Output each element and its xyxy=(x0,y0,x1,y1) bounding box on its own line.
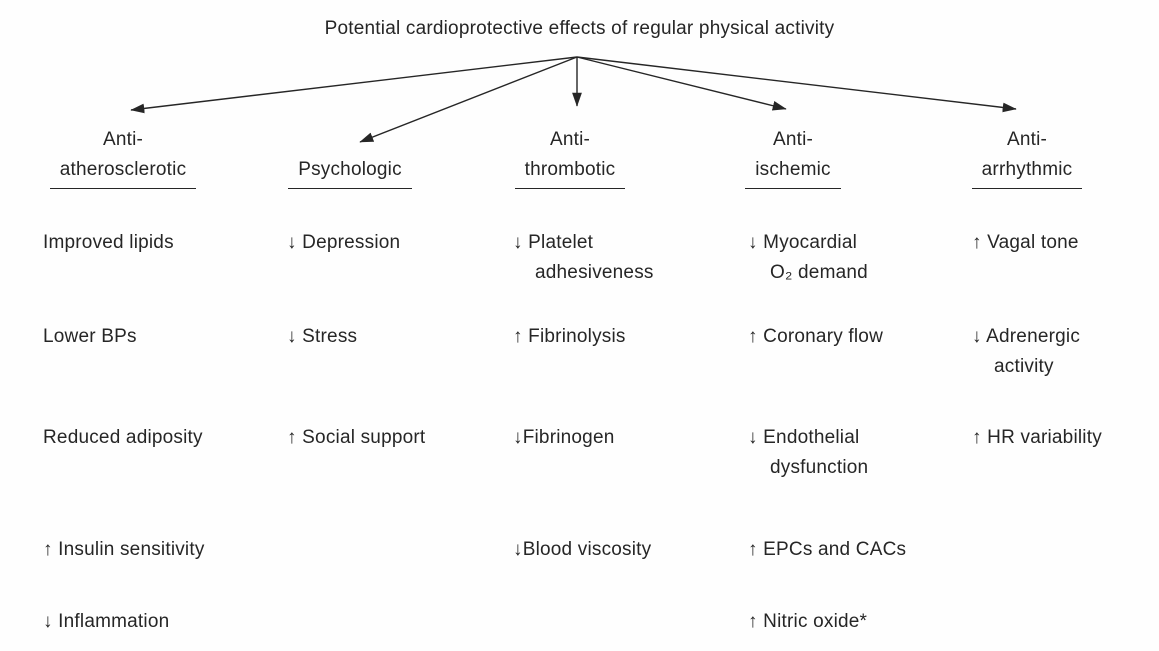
anti-thrombotic-item-1: ↓ Platelet adhesiveness xyxy=(513,232,654,283)
psychologic-item-2: ↓ Stress xyxy=(287,326,358,347)
column-header-line: arrhythmic xyxy=(971,155,1083,189)
fan-arrows xyxy=(130,56,1017,143)
anti-atherosclerotic-item-5: ↓ Inflammation xyxy=(43,611,170,632)
psychologic-item-1: ↓ Depression xyxy=(287,232,401,253)
branch-arrow-anti-atherosclerotic xyxy=(130,56,578,114)
column-header-line: Anti- xyxy=(549,129,591,150)
anti-thrombotic-item-2: ↑ Fibrinolysis xyxy=(513,326,626,347)
anti-arrhythmic-item-3: ↑ HR variability xyxy=(972,427,1102,448)
branch-arrow-anti-ischemic xyxy=(576,56,787,111)
anti-thrombotic-item-3: ↓Fibrinogen xyxy=(513,427,615,448)
column-header-line: Psychologic xyxy=(288,155,412,189)
column-header-anti-atherosclerotic: Anti-atherosclerotic xyxy=(23,122,223,189)
column-header-line: atherosclerotic xyxy=(49,155,197,189)
column-header-line: Anti- xyxy=(772,129,814,150)
column-header-psychologic: Psychologic xyxy=(250,122,450,189)
anti-ischemic-item-4: ↑ EPCs and CACs xyxy=(748,539,907,560)
column-header-anti-ischemic: Anti-ischemic xyxy=(693,122,893,189)
anti-ischemic-item-5: ↑ Nitric oxide* xyxy=(748,611,868,632)
column-header-anti-thrombotic: Anti-thrombotic xyxy=(470,122,670,189)
anti-atherosclerotic-item-3: Reduced adiposity xyxy=(43,427,203,448)
column-header-line: Anti- xyxy=(102,129,144,150)
anti-atherosclerotic-item-2: Lower BPs xyxy=(43,326,137,347)
anti-ischemic-item-3: ↓ Endothelial dysfunction xyxy=(748,427,869,478)
anti-thrombotic-item-4: ↓Blood viscosity xyxy=(513,539,652,560)
column-header-anti-arrhythmic: Anti-arrhythmic xyxy=(927,122,1127,189)
anti-atherosclerotic-item-1: Improved lipids xyxy=(43,232,174,253)
branch-arrow-psychologic xyxy=(359,56,578,143)
anti-ischemic-item-1: ↓ Myocardial O₂ demand xyxy=(748,232,868,283)
diagram-title: Potential cardioprotective effects of re… xyxy=(324,18,835,39)
anti-arrhythmic-item-2: ↓ Adrenergic activity xyxy=(972,326,1081,377)
column-header-line: ischemic xyxy=(745,155,841,189)
psychologic-item-3: ↑ Social support xyxy=(287,427,426,448)
anti-arrhythmic-item-1: ↑ Vagal tone xyxy=(972,232,1079,253)
anti-ischemic-item-2: ↑ Coronary flow xyxy=(748,326,883,347)
column-header-line: thrombotic xyxy=(514,155,626,189)
anti-atherosclerotic-item-4: ↑ Insulin sensitivity xyxy=(43,539,205,560)
branch-arrow-anti-arrhythmic xyxy=(576,56,1017,113)
column-header-line: Anti- xyxy=(1006,129,1048,150)
